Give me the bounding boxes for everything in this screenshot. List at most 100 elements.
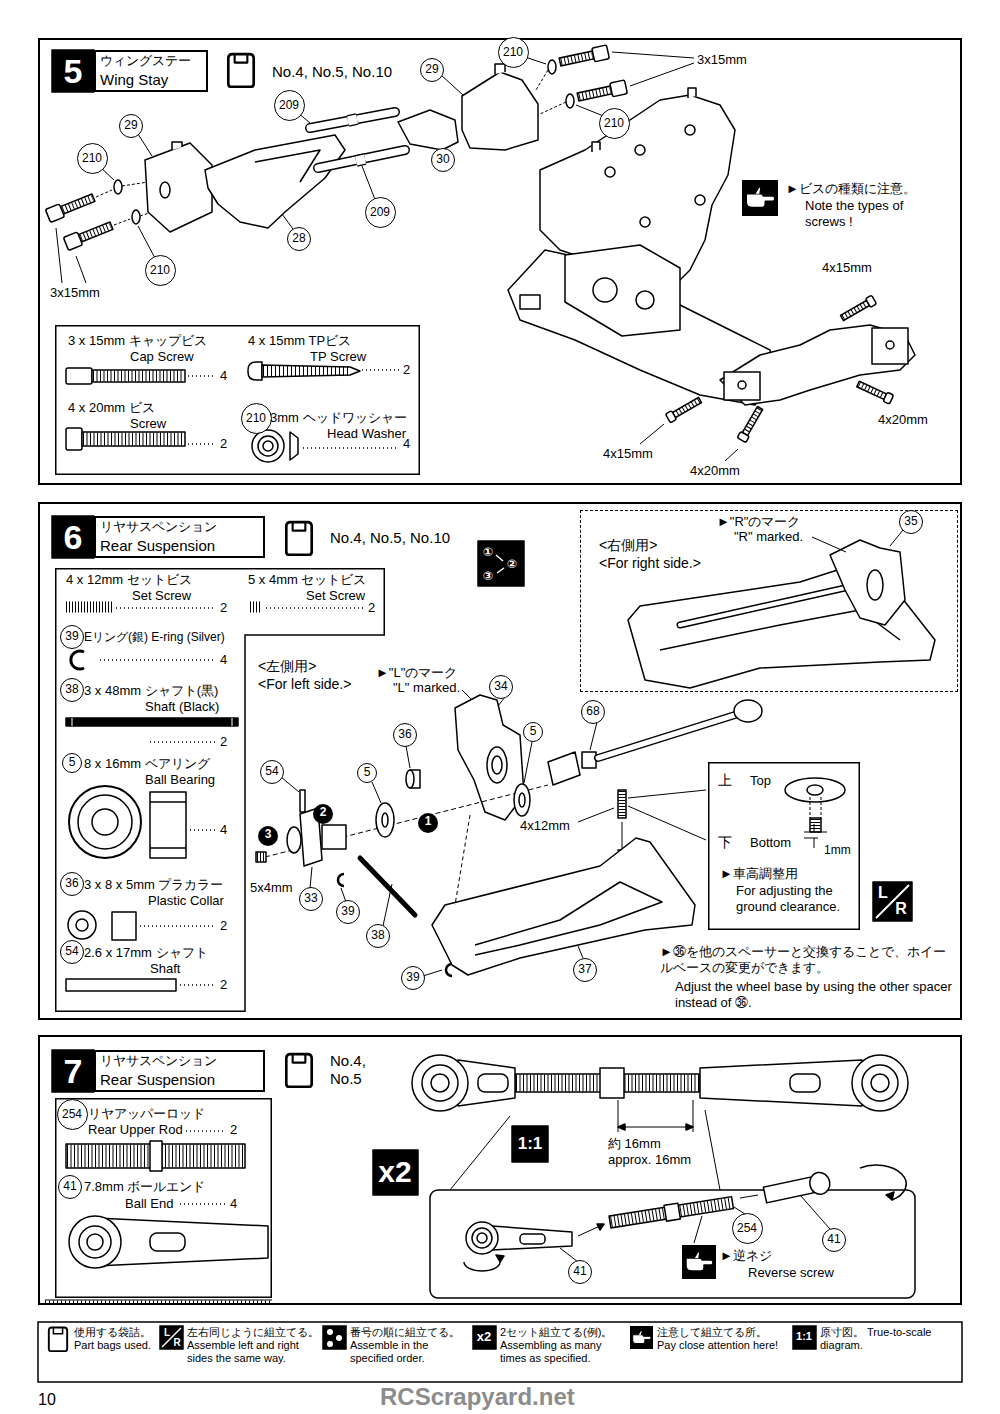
label-text: ►逆ネジ xyxy=(720,1248,772,1264)
callout-number: 36 xyxy=(60,872,84,896)
callout-number: 28 xyxy=(287,227,311,251)
label-text: リヤサスペンション xyxy=(100,1053,217,1069)
step-marker: 1 xyxy=(418,813,438,833)
parts-box: 3 x 15mm キャップビスCap Screw44 x 15mm TPビスTP… xyxy=(55,325,420,475)
watermark: RCScrapyard.net xyxy=(380,1383,575,1412)
label-text: Shaft (Black) xyxy=(145,699,219,715)
icon-text: L xyxy=(878,883,888,902)
legend-text: 左右同じように組立てる。 Assemble left and right sid… xyxy=(187,1326,322,1366)
callout-number: 5 xyxy=(523,722,543,742)
icon-text: 1:1 xyxy=(518,1134,543,1154)
parts-box: 上Top下Bottom1mm►車高調整用For adjusting the gr… xyxy=(708,762,860,930)
callout-number: 41 xyxy=(568,1260,592,1284)
step-title-box: ウィングステーWing Stay xyxy=(94,50,208,92)
label-text: For adjusting the ground clearance. xyxy=(736,883,854,914)
label-text: Set Screw xyxy=(132,588,191,604)
panel-6-art xyxy=(52,516,935,1012)
callout-number: 39 xyxy=(60,625,84,649)
label-text: 1mm xyxy=(824,843,851,857)
panel-7-art xyxy=(45,1050,915,1302)
callout-number: 210 xyxy=(241,403,272,434)
label-text: ►㊱を他のスペーサーと交換することで、ホイールベースの変更ができます。 xyxy=(660,944,955,975)
label-text: 4 x 20mm ビス xyxy=(68,400,155,416)
label-text: No.4, No.5 xyxy=(330,1052,375,1088)
label-text: 5x4mm xyxy=(250,880,293,896)
legend-text: 2セット組立てる(例)。 Assembling as many times as… xyxy=(500,1326,625,1366)
label-text: リヤサスペンション xyxy=(100,519,217,535)
label-text: 5 x 4mm セットビス xyxy=(248,572,366,588)
label-text: Rear Suspension xyxy=(100,1071,215,1089)
label-text: Rear Suspension xyxy=(100,537,215,555)
label-text: ►"R"のマーク xyxy=(717,514,800,530)
icon-text: ③ xyxy=(483,569,493,583)
step-number: 7 xyxy=(52,1050,94,1092)
label-text: Screw xyxy=(130,416,166,432)
icon-text: L xyxy=(164,1327,170,1339)
label-text: 3x15mm xyxy=(697,52,747,68)
icon-text: x2 xyxy=(477,1329,491,1345)
label-text: 2 xyxy=(220,977,227,993)
callout-number: 29 xyxy=(420,58,444,82)
label-text: 4x20mm xyxy=(878,412,928,428)
legend-text: 番号の順に組立てる。 Assemble in the specified ord… xyxy=(350,1326,468,1366)
step-panel: 7リヤサスペンションRear Suspension254リヤアッパーロッドRea… xyxy=(38,1035,962,1305)
label-text: Cap Screw xyxy=(130,349,194,365)
footer-art xyxy=(38,1322,962,1382)
callout-number: 35 xyxy=(899,510,923,534)
legend-text: 原寸図。 True-to-scale diagram. xyxy=(820,1326,956,1352)
callout-number: 5 xyxy=(357,763,377,783)
callout-number: 41 xyxy=(58,1175,82,1199)
label-text: 2 xyxy=(368,600,375,616)
callout-number: 210 xyxy=(145,255,176,286)
label-text: Adjust the wheel base by using the other… xyxy=(675,979,955,1010)
label-text: 3 x 8 x 5mm プラカラー xyxy=(84,877,223,893)
label-text: 3 x 48mm シャフト(黒) xyxy=(84,683,218,699)
label-text: 10 xyxy=(38,1390,56,1409)
label-text: 2.6 x 17mm シャフト xyxy=(84,945,208,961)
callout-number: 209 xyxy=(365,197,396,228)
label-text: TP Screw xyxy=(310,349,366,365)
legend-text: 注意して組立てる所。 Pay close attention here! xyxy=(657,1326,787,1352)
label-text: Wing Stay xyxy=(100,71,168,89)
label-text: 4x20mm xyxy=(690,463,740,479)
step-title-box: リヤサスペンション Rear Suspension xyxy=(94,516,265,558)
label-text: 3 x 15mm キャップビス xyxy=(68,333,207,349)
label-text: <左側用> xyxy=(258,658,316,675)
panel-5-art xyxy=(45,45,915,462)
label-text: <For left side.> xyxy=(258,676,351,693)
parts-box: 254リヤアッパーロッドRear Upper Rod2417.8mm ボールエン… xyxy=(55,1098,272,1298)
callout-number: 54 xyxy=(60,940,84,964)
label-text: Eリング(銀) E-ring (Silver) xyxy=(84,630,225,644)
label-text: "L" marked. xyxy=(393,680,460,696)
label-text: 2 xyxy=(403,362,410,378)
label-text: 3mm ヘッドワッシャー xyxy=(270,410,407,426)
callout-number: 37 xyxy=(573,958,597,982)
legend-text: 使用する袋詰。 Part bags used. xyxy=(74,1326,164,1352)
callout-number: 41 xyxy=(822,1228,846,1252)
label-text: Head Washer xyxy=(327,426,406,442)
label-text: 4x12mm xyxy=(520,818,570,834)
icon-text: R xyxy=(173,1337,180,1349)
label-text: 4 xyxy=(220,822,227,838)
callout-number: 210 xyxy=(599,108,630,139)
label-text: 8 x 16mm ベアリング xyxy=(84,756,210,772)
side-region: <右側用><For right side.>►"R"のマーク"R" marked… xyxy=(580,510,958,692)
label-text: リヤアッパーロッド xyxy=(88,1106,205,1122)
label-text: approx. 16mm xyxy=(608,1152,691,1168)
callout-number: 54 xyxy=(260,760,284,784)
label-text: No.4, No.5, No.10 xyxy=(272,63,392,81)
label-text: 4x15mm xyxy=(822,260,872,276)
icon-text: R xyxy=(895,899,907,918)
label-text: ►ビスの種類に注意。 xyxy=(786,181,916,197)
label-text: 上 xyxy=(718,772,732,789)
label-text: 4 xyxy=(220,368,227,384)
callout-number: 39 xyxy=(401,966,425,990)
label-text: <For right side.> xyxy=(599,555,701,572)
callout-number: 254 xyxy=(57,1099,88,1130)
label-text: Top xyxy=(750,773,771,789)
step-marker: 2 xyxy=(313,804,333,824)
label-text: 約 16mm xyxy=(608,1136,661,1152)
label-text: 4x15mm xyxy=(603,446,653,462)
label-text: 4 xyxy=(230,1196,237,1212)
